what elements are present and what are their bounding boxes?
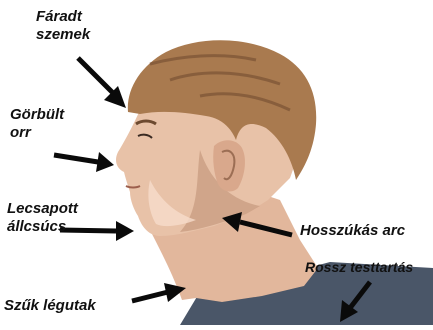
label-receding-chin: Lecsapott állcsúcs xyxy=(7,200,78,236)
label-curved-nose-line1: Görbült xyxy=(10,106,64,124)
label-receding-chin-line1: Lecsapott xyxy=(7,200,78,218)
label-tired-eyes: Fáradt szemek xyxy=(36,8,90,44)
label-curved-nose: Görbült orr xyxy=(10,106,64,142)
label-receding-chin-line2: állcsúcs xyxy=(7,218,78,236)
label-long-face: Hosszúkás arc xyxy=(300,222,405,240)
label-tired-eyes-line2: szemek xyxy=(36,26,90,44)
arrow-eyes xyxy=(78,58,126,108)
label-tired-eyes-line1: Fáradt xyxy=(36,8,90,26)
label-bad-posture-line1: Rossz testtartás xyxy=(305,258,413,276)
label-bad-posture: Rossz testtartás xyxy=(305,258,413,276)
arrow-nose xyxy=(54,152,114,172)
label-curved-nose-line2: orr xyxy=(10,124,64,142)
label-narrow-airways-line1: Szűk légutak xyxy=(4,297,96,315)
label-narrow-airways: Szűk légutak xyxy=(4,297,96,315)
label-long-face-line1: Hosszúkás arc xyxy=(300,222,405,240)
